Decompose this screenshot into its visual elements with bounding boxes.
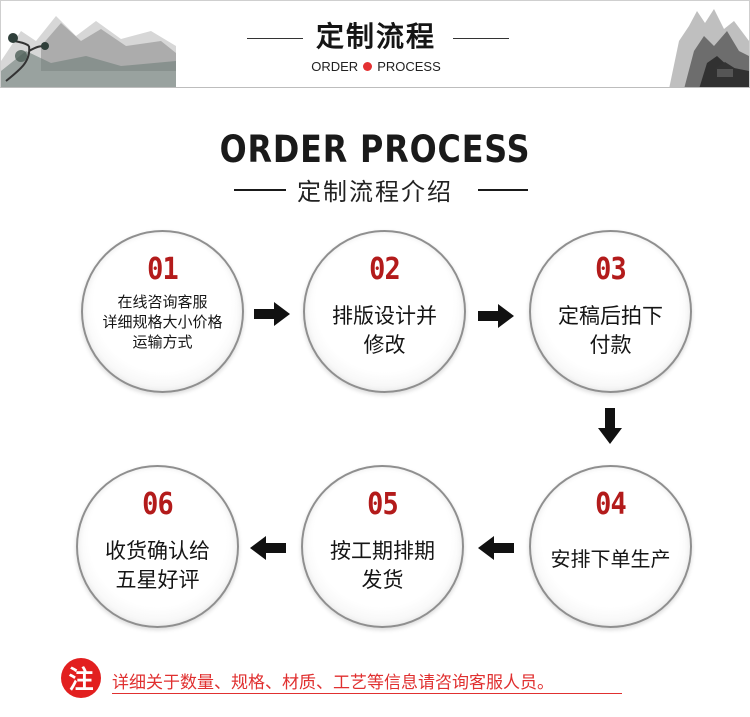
step-description: 安排下单生产 [531, 546, 690, 572]
step-line: 付款 [589, 333, 632, 357]
arrow-left-icon [250, 536, 286, 560]
step-description: 按工期排期 发货 [303, 537, 462, 595]
step-06-circle: 06 收货确认给 五星好评 [76, 465, 239, 628]
process-intro-subheading: 定制流程介绍 [297, 178, 453, 206]
step-line: 定稿后拍下 [558, 304, 663, 328]
arrow-left-icon [478, 536, 514, 560]
title-line-right [453, 38, 509, 39]
step-line: 排版设计并 [332, 304, 437, 328]
step-line: 安排下单生产 [550, 547, 671, 571]
ink-mountain-left-decoration [1, 16, 176, 87]
title-line-left [247, 38, 303, 39]
order-process-heading: ORDER PROCESS [219, 128, 531, 171]
ink-mountain-right-decoration [669, 9, 749, 87]
arrow-right-icon [254, 302, 290, 326]
step-line: 运输方式 [132, 333, 193, 351]
step-line: 五星好评 [115, 568, 200, 592]
step-line: 在线咨询客服 [117, 293, 208, 311]
header-banner: 定制流程 ORDER PROCESS [0, 0, 750, 88]
note-text: 详细关于数量、规格、材质、工艺等信息请咨询客服人员。 [112, 673, 554, 693]
step-03-circle: 03 定稿后拍下 付款 [529, 230, 692, 393]
step-line: 修改 [363, 333, 406, 357]
banner-title: 定制流程 [315, 20, 436, 53]
banner-subtitle-left: ORDER [311, 59, 359, 74]
step-05-circle: 05 按工期排期 发货 [301, 465, 464, 628]
step-description: 在线咨询客服 详细规格大小价格 运输方式 [83, 292, 242, 352]
step-02-circle: 02 排版设计并 修改 [303, 230, 466, 393]
step-line: 收货确认给 [105, 539, 210, 563]
step-line: 发货 [361, 568, 404, 592]
step-description: 收货确认给 五星好评 [78, 537, 237, 595]
note-underline [112, 693, 622, 694]
step-number: 03 [595, 252, 627, 287]
step-line: 按工期排期 [330, 539, 435, 563]
step-number: 02 [369, 252, 401, 287]
note-badge: 注 [61, 658, 101, 698]
step-number: 01 [147, 252, 179, 287]
step-number: 05 [367, 487, 399, 522]
step-01-circle: 01 在线咨询客服 详细规格大小价格 运输方式 [81, 230, 244, 393]
step-number: 04 [595, 487, 627, 522]
banner-subtitle-right: PROCESS [377, 59, 441, 74]
arrow-down-icon [598, 408, 622, 444]
subheading-line-left [234, 189, 286, 191]
step-04-circle: 04 安排下单生产 [529, 465, 692, 628]
arrow-right-icon [478, 304, 514, 328]
step-number: 06 [142, 487, 174, 522]
step-description: 定稿后拍下 付款 [531, 302, 690, 360]
banner-subtitle: ORDER PROCESS [1, 59, 749, 74]
step-description: 排版设计并 修改 [305, 302, 464, 360]
red-dot-icon [363, 62, 373, 71]
step-line: 详细规格大小价格 [102, 313, 223, 331]
subheading-line-right [478, 189, 528, 191]
